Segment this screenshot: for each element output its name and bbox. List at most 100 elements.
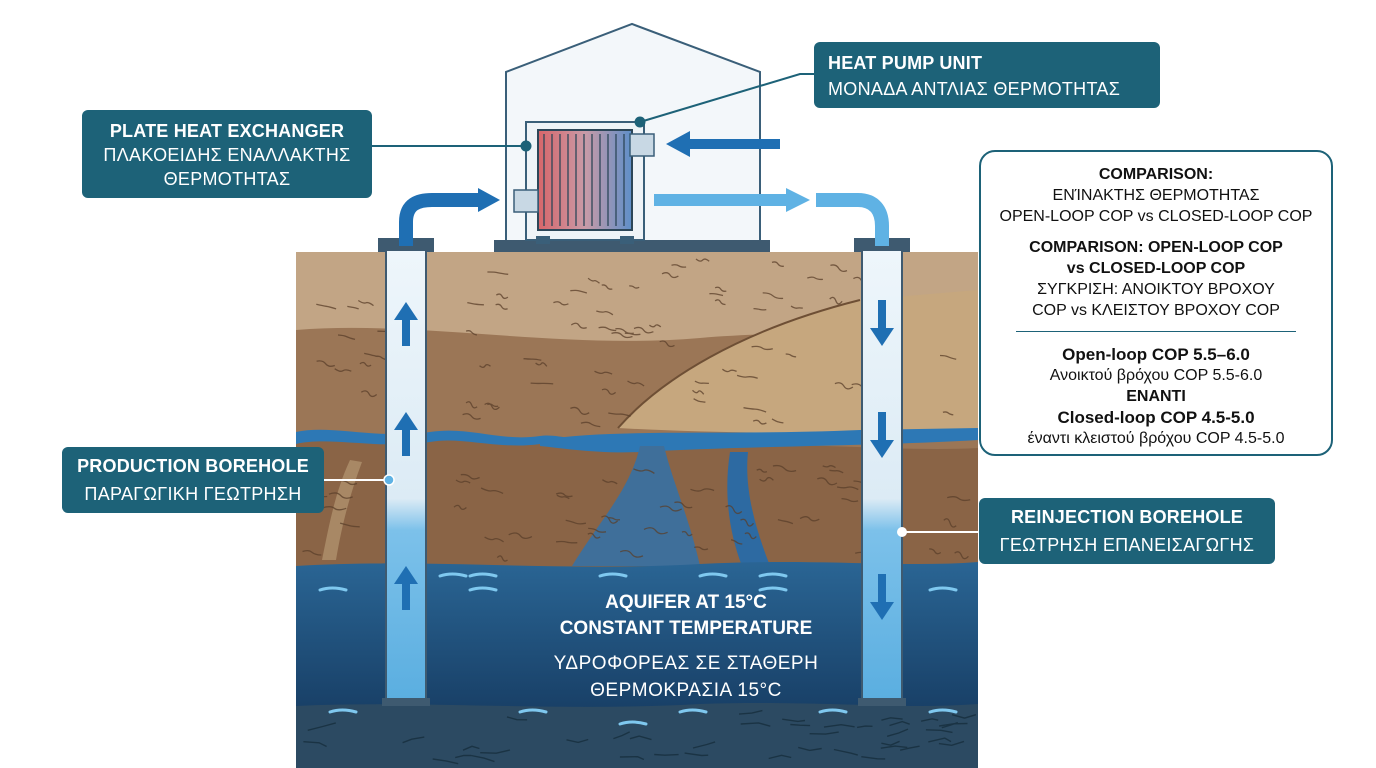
fracture-channel-2 (727, 452, 770, 566)
soil-mark (751, 345, 773, 351)
soil-mark (943, 518, 957, 528)
rock-crack (303, 741, 327, 748)
soil-mark (834, 382, 854, 390)
soil-mark (611, 332, 633, 339)
soil-mark (771, 261, 784, 267)
soil-mark (608, 412, 631, 417)
soil-mark (752, 419, 767, 425)
cabinet-foot-right (620, 236, 634, 244)
soil-mark (339, 522, 360, 528)
rock-crack (925, 729, 953, 734)
soil-mark (523, 358, 542, 361)
aquifer-label: AQUIFER AT 15°C CONSTANT TEMPERATURE ΥΔΡ… (500, 590, 872, 704)
soil-mark (829, 469, 844, 474)
up-arrow-shaft (402, 576, 410, 610)
soil-mark (556, 540, 578, 544)
production-supply-pipe (399, 193, 484, 246)
production-borehole-subtitle: ΠΑΡΑΓΩΓΙΚΗ ΓΕΩΤΡΗΣΗ (84, 484, 302, 504)
aquifer-layer (296, 562, 978, 712)
reinjection-borehole-subtitle: ΓΕΩΤΡΗΣΗ ΕΠΑΝΕΙΣΑΓΩΓΗΣ (999, 535, 1255, 555)
soil-mark (570, 322, 587, 329)
soil-mark (619, 549, 644, 558)
aquifer-dash (928, 586, 958, 592)
rock-crack (881, 740, 900, 746)
heat-pump-unit-label: HEAT PUMP UNIT ΜΟΝΑΔΑ ΑΝΤΛΙΑΣ ΘΕΡΜΟΤΗΤΑΣ (814, 42, 1160, 108)
soil-mark (347, 305, 359, 310)
ground-cross-section (296, 252, 978, 768)
aquifer-dash (698, 572, 728, 578)
down-arrow-icon (870, 602, 894, 620)
soil-mark (714, 299, 726, 306)
aquifer-subtitle-2: ΘΕΡΜΟΚΡΑΣΙΑ 15°C (590, 680, 782, 701)
soil-mark (465, 401, 478, 409)
aquifer-dash (438, 572, 468, 578)
rock-crack (470, 754, 495, 763)
rock-crack (951, 714, 977, 719)
flow-arrow-icon (786, 188, 810, 212)
production-borehole-title: PRODUCTION BOREHOLE (77, 456, 309, 476)
soil-mark (790, 305, 803, 309)
soil-mark (777, 518, 794, 525)
aquifer-dash (928, 708, 958, 714)
comparison-line-2: ΕΝΊΝΑΚΤΗΣ ΘΕΡΜΟΤΗΤΑΣ (1052, 187, 1260, 204)
soil-mark (535, 362, 548, 367)
soil-mark (302, 550, 322, 556)
soil-mark (565, 519, 587, 525)
aquifer-title-1: AQUIFER AT 15°C (605, 592, 767, 613)
hp-leader (639, 73, 814, 123)
soil-mark (495, 303, 508, 310)
rock-crack (833, 748, 858, 756)
soil-mark (337, 334, 356, 341)
soil-mark (772, 464, 797, 472)
rock-crack (455, 754, 472, 759)
soil-mark (601, 388, 617, 395)
rock-crack (506, 716, 528, 721)
soil-mark (467, 301, 484, 306)
well-flow-arrows (394, 300, 894, 620)
rock-crack (881, 717, 903, 721)
soil-mark (322, 506, 347, 511)
reinjection-casing-bottom (858, 698, 906, 706)
inlet-port-left (513, 189, 539, 213)
soil-mark (479, 364, 491, 368)
rock-crack (782, 718, 806, 723)
plate-heat-exchanger-subtitle-1: ΠΛΑΚΟΕΙΔΗΣ ΕΝΑΛΛΑΚΤΗΣ (103, 145, 351, 165)
open-loop-cop-greek: Ανοικτού βρόχου COP 5.5-6.0 (1049, 367, 1263, 384)
rock-crack (856, 725, 873, 729)
soil-mark (627, 380, 645, 387)
soil-mark (939, 354, 957, 360)
soil-mark (484, 536, 504, 543)
soil-mark (942, 411, 954, 416)
soil-mark (556, 494, 570, 500)
rock-crack (889, 720, 910, 727)
soil-mark (608, 517, 621, 521)
soil-mark (709, 292, 724, 297)
rock-crack (692, 741, 716, 749)
soil-mark (480, 487, 504, 494)
soil-mark (736, 374, 758, 379)
soil-mark (759, 476, 774, 482)
rock-crack (861, 756, 886, 760)
comparison-heading: COMPARISON: (1098, 166, 1214, 183)
soil-mark (740, 518, 755, 527)
comparison-line-5: vs CLOSED-LOOP COP (1066, 260, 1246, 277)
rock-crack (684, 752, 709, 757)
rock-crack (886, 728, 909, 737)
closed-loop-cop: Closed-loop COP 4.5-5.0 (1057, 408, 1255, 427)
comparison-line-6: ΣΥΓΚΡΙΣΗ: ΑΝΟΙΚΤΟΥ ΒΡΟΧΟΥ (1037, 281, 1275, 298)
soil-mark (753, 307, 767, 311)
heat-pump-unit-title: HEAT PUMP UNIT (828, 53, 983, 73)
reinjection-borehole-title: REINJECTION BOREHOLE (1010, 507, 1244, 527)
soil-mark (462, 413, 481, 420)
hx-leader-dot (520, 140, 532, 152)
soil-mark (594, 370, 613, 375)
soil-mark (817, 477, 838, 486)
soil-mark (929, 548, 942, 555)
rock-crack (619, 755, 645, 761)
soil-mark (596, 310, 614, 316)
aquifer-title-2: CONSTANT TEMPERATURE (559, 618, 813, 639)
soil-mark (570, 289, 588, 294)
up-arrow-icon (394, 302, 418, 320)
soil-mark (495, 293, 509, 300)
rock-crack (307, 722, 336, 731)
